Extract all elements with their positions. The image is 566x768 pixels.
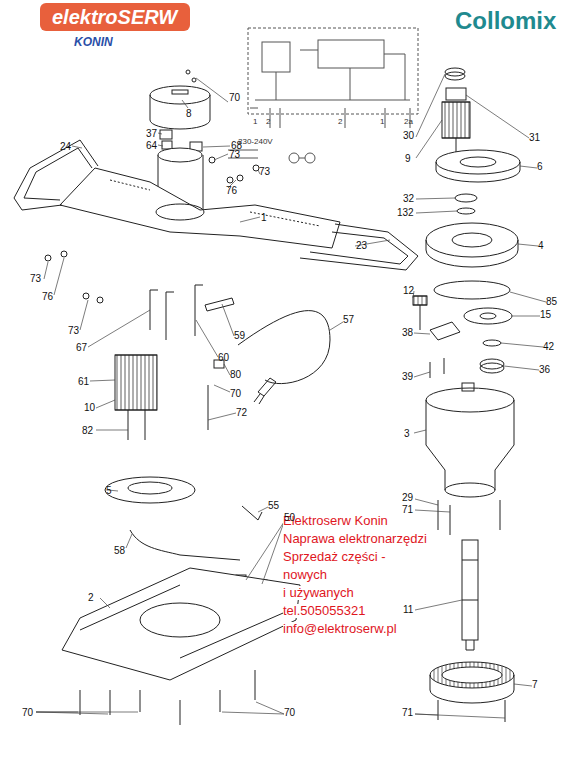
callout-number: 80	[230, 369, 241, 380]
terminal-label: 2a	[404, 118, 413, 127]
voltage-label: 230-240V	[238, 138, 273, 147]
callout-number: 4	[538, 240, 544, 251]
contact-text: Naprawa elektronarzędzi	[283, 532, 427, 546]
callout-number: 2	[88, 592, 94, 603]
contact-text: Sprzedaż części -	[283, 550, 386, 564]
callout-number: 3	[404, 428, 410, 439]
callout-number: 73	[68, 325, 79, 336]
callout-number: 67	[76, 342, 87, 353]
callout-number: 71	[402, 504, 413, 515]
callout-number: 59	[234, 330, 245, 341]
callout-number: 73	[259, 166, 270, 177]
callout-number: 72	[236, 407, 247, 418]
callout-number: 64	[146, 140, 157, 151]
contact-text: tel.505055321	[283, 604, 365, 618]
callout-number: 6	[537, 161, 543, 172]
callout-number: 82	[82, 425, 93, 436]
terminal-label: 2	[266, 118, 270, 127]
callout-number: 32	[403, 193, 414, 204]
contact-text: info@elektroserw.pl	[283, 622, 397, 636]
callout-number: 31	[529, 132, 540, 143]
callout-number: 15	[540, 309, 551, 320]
callout-number: 71	[402, 707, 413, 718]
callout-number: 76	[42, 291, 53, 302]
terminal-label: 2	[338, 118, 342, 127]
callout-number: 23	[356, 240, 367, 251]
callout-number: 24	[60, 141, 71, 152]
callout-number: 39	[402, 371, 413, 382]
callout-number: 73	[30, 273, 41, 284]
callout-number: 42	[543, 341, 554, 352]
terminal-label: 1	[380, 118, 384, 127]
callout-number: 29	[402, 492, 413, 503]
callout-number: 10	[84, 402, 95, 413]
callout-number: 12	[403, 285, 414, 296]
callout-number: 50	[284, 512, 295, 523]
callout-number: 70	[229, 92, 240, 103]
callout-number: 70	[230, 388, 241, 399]
callout-number: 11	[403, 604, 413, 615]
callout-number: 73	[229, 149, 240, 160]
brand-name: elektroSERW	[52, 5, 178, 29]
callout-number: 55	[268, 500, 279, 511]
contact-text: i używanych	[283, 586, 354, 600]
contact-text: Elektroserw Konin	[283, 514, 388, 528]
callout-number: 60	[218, 352, 229, 363]
brand-logo: Collomix	[455, 8, 556, 34]
callout-number: 30	[403, 130, 414, 141]
brand-badge: elektroSERW	[40, 3, 190, 31]
callout-number: 8	[186, 108, 192, 119]
callout-number: 61	[78, 376, 89, 387]
contact-text: nowych	[283, 568, 327, 582]
callout-number: 85	[546, 296, 557, 307]
city-name: KONIN	[74, 36, 113, 49]
callout-number: 37	[146, 128, 157, 139]
callout-number: 70	[22, 707, 33, 718]
callout-number: 7	[532, 679, 538, 690]
callout-number: 36	[539, 364, 550, 375]
callout-number: 57	[343, 314, 354, 325]
callout-number: 1	[261, 212, 267, 223]
callout-number: 5	[106, 485, 112, 496]
callout-number: 9	[405, 153, 411, 164]
callout-number: 70	[284, 707, 295, 718]
callout-number: 76	[226, 185, 237, 196]
callout-number: 58	[114, 545, 125, 556]
terminal-label: 1	[253, 118, 257, 127]
callout-number: 132	[397, 207, 414, 218]
callout-number: 38	[402, 327, 413, 338]
